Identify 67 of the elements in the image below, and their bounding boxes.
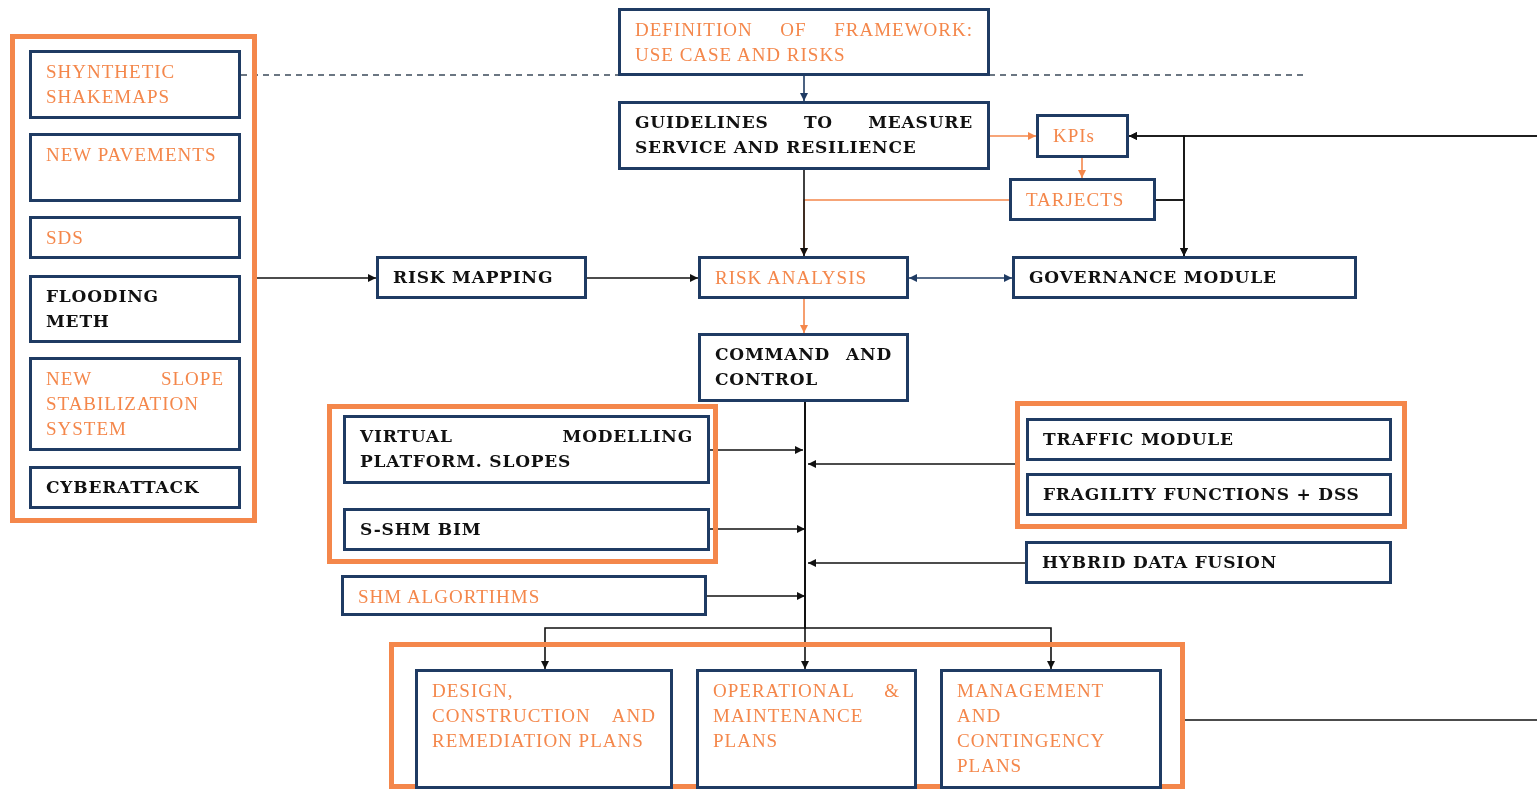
process-box (29, 357, 241, 451)
process-box (698, 256, 909, 299)
arrow (1128, 132, 1185, 201)
arrow (709, 525, 806, 533)
process-box (618, 8, 990, 76)
process-box (698, 333, 909, 402)
arrow (706, 592, 806, 600)
process-box (1026, 418, 1392, 461)
process-box (1012, 256, 1357, 299)
group-frame (327, 404, 718, 564)
process-box (1025, 541, 1392, 584)
node-label: FRAGILITY FUNCTIONS + DSS (1043, 483, 1361, 506)
arrow (989, 132, 1037, 140)
node-label: CYBERATTACK (46, 476, 201, 499)
node-label: SHM ALGORTIHMS (358, 585, 542, 609)
process-box (29, 216, 241, 259)
node-label: GOVERNANCE MODULE (1029, 266, 1278, 289)
node-label: HYBRID DATA FUSION (1042, 551, 1278, 574)
process-box (29, 50, 241, 119)
process-box (1026, 473, 1392, 516)
node-label: COMMAND AND CONTROL (715, 343, 892, 391)
group-frame (1015, 401, 1407, 529)
node-label: OPERATIONAL & MAINTENANCE PLANS (713, 679, 900, 753)
node-label: FLOODING METH (46, 285, 160, 333)
node-label: NEW PAVEMENTS (46, 143, 218, 167)
process-box (29, 466, 241, 509)
process-box (940, 669, 1162, 789)
process-box (343, 415, 710, 484)
arrow (807, 559, 1026, 567)
process-box (29, 133, 241, 202)
node-label: SHYNTHETIC SHAKEMAPS (46, 60, 177, 109)
process-box (415, 669, 673, 789)
arrow (256, 274, 377, 282)
node-label: MANAGEMENT AND CONTINGENCY PLANS (957, 679, 1107, 778)
node-label: NEW SLOPE STABILIZATION SYSTEM (46, 367, 224, 441)
node-label: VIRTUAL MODELLING PLATFORM. SLOPES (360, 425, 693, 473)
node-label: TARJECTS (1026, 188, 1126, 212)
arrow (807, 460, 1016, 468)
process-box (1036, 114, 1129, 158)
group-frame (389, 642, 1185, 789)
arrow (804, 401, 1055, 670)
node-label: KPIs (1053, 124, 1096, 148)
connector-line (1184, 719, 1537, 721)
arrow (908, 274, 1013, 282)
arrow (1155, 199, 1188, 257)
node-label: GUIDELINES TO MEASURE SERVICE AND RESILIENCE (635, 111, 973, 159)
process-box (343, 508, 710, 551)
node-label: SDS (46, 226, 85, 250)
process-box (1009, 178, 1156, 221)
node-label: DEFINITION OF FRAMEWORK: USE CASE AND RISKS (635, 18, 973, 67)
arrow (800, 169, 808, 257)
node-label: TRAFFIC MODULE (1043, 428, 1235, 451)
arrow (709, 446, 804, 454)
process-box (341, 575, 707, 616)
group-frame (10, 34, 257, 523)
process-box (376, 256, 587, 299)
node-label: RISK ANALYSIS (715, 266, 869, 290)
process-box (618, 101, 990, 170)
arrow (800, 298, 808, 334)
node-label: DESIGN, CONSTRUCTION AND REMEDIATION PLANS (432, 679, 656, 753)
arrow (586, 274, 699, 282)
arrow (1078, 157, 1086, 179)
process-box (696, 669, 917, 789)
node-label: RISK MAPPING (393, 266, 555, 289)
node-label: S-SHM BIM (360, 518, 483, 541)
arrow (800, 75, 808, 102)
process-box (29, 275, 241, 343)
